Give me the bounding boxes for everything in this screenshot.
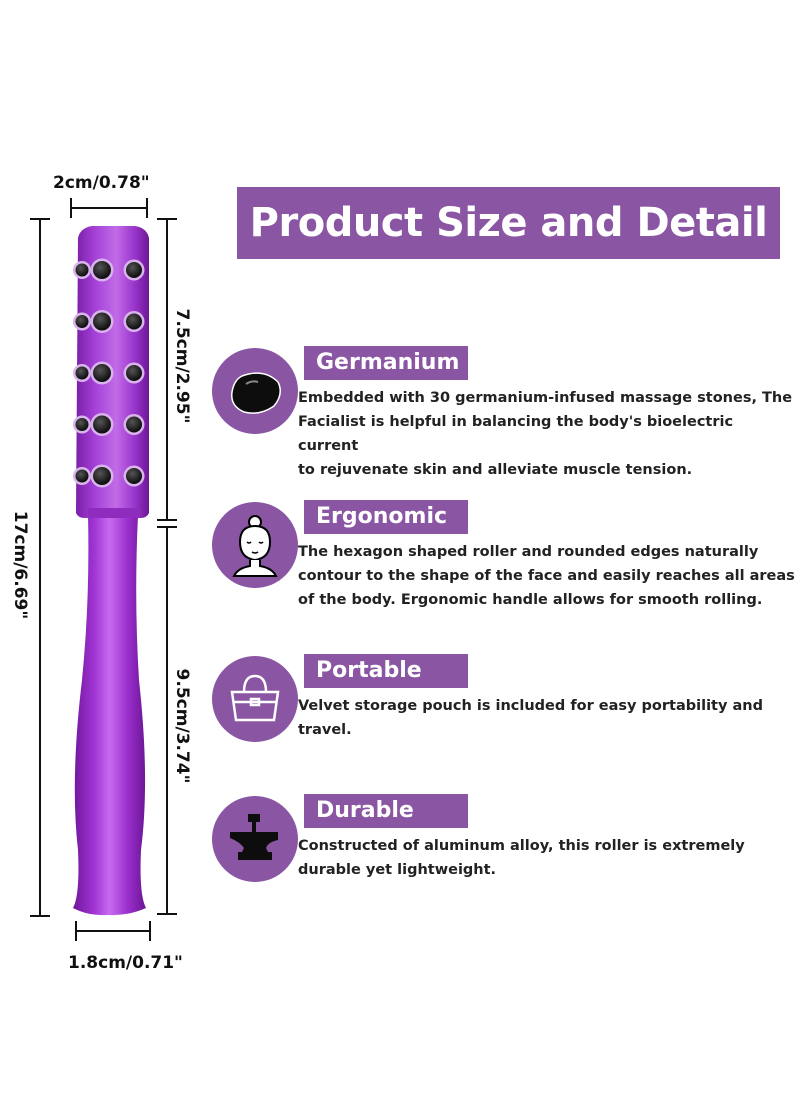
- description-line: travel.: [298, 722, 352, 738]
- description-line: of the body. Ergonomic handle allows for…: [298, 592, 763, 608]
- description-line: Facialist is helpful in balancing the bo…: [298, 414, 734, 454]
- feature-durable-label-bg: [304, 794, 468, 828]
- feature-ergonomic-description: The hexagon shaped roller and rounded ed…: [298, 540, 798, 612]
- roller-handle: [73, 515, 146, 916]
- dimension-head-length: 7.5cm/2.95": [172, 308, 192, 424]
- feature-ergonomic-label: Ergonomic: [316, 504, 448, 529]
- feature-durable-description: Constructed of aluminum alloy, this roll…: [298, 834, 798, 882]
- germanium-stone: [93, 312, 111, 331]
- feature-durable-label: Durable: [316, 798, 414, 823]
- title-banner: [237, 187, 780, 259]
- feature-portable-icon-circle: [212, 656, 298, 742]
- handbag-icon: [230, 674, 280, 722]
- germanium-stone: [93, 261, 111, 279]
- description-line: contour to the shape of the face and eas…: [298, 568, 795, 584]
- feature-ergonomic-icon-circle: [212, 502, 298, 588]
- germanium-stone: [75, 469, 89, 483]
- page-title: Product Size and Detail: [249, 200, 768, 246]
- description-line: The hexagon shaped roller and rounded ed…: [298, 544, 759, 560]
- feature-portable-description: Velvet storage pouch is included for eas…: [298, 694, 798, 742]
- germanium-stone: [93, 415, 111, 434]
- stone-icon: [231, 372, 281, 414]
- description-line: Embedded with 30 germanium-infused massa…: [298, 390, 793, 406]
- germanium-stone: [93, 364, 111, 382]
- germanium-stone: [126, 262, 142, 278]
- feature-germanium-icon-circle: [212, 348, 298, 434]
- germanium-stone: [75, 315, 89, 328]
- feature-germanium-label-bg: [304, 346, 468, 380]
- germanium-stones: [73, 258, 145, 488]
- germanium-stone: [75, 418, 89, 431]
- germanium-stone: [126, 416, 142, 433]
- dimension-handle-length: 9.5cm/3.74": [172, 668, 192, 784]
- feature-durable-icon-circle: [212, 796, 298, 882]
- feature-germanium-label: Germanium: [316, 350, 460, 375]
- germanium-stone: [126, 468, 142, 484]
- feature-germanium-description: Embedded with 30 germanium-infused massa…: [298, 386, 798, 482]
- germanium-stone: [126, 365, 142, 381]
- feature-portable-label-bg: [304, 654, 468, 688]
- dimension-bottom-width: 1.8cm/0.71": [68, 953, 183, 973]
- anvil-icon: [230, 814, 278, 860]
- feature-portable-label: Portable: [316, 658, 422, 683]
- description-line: durable yet lightweight.: [298, 862, 497, 878]
- feature-ergonomic-label-bg: [304, 500, 468, 534]
- germanium-stone: [75, 263, 89, 277]
- description-line: Velvet storage pouch is included for eas…: [298, 698, 763, 714]
- description-line: to rejuvenate skin and alleviate muscle …: [298, 462, 693, 478]
- dimension-top-width: 2cm/0.78": [53, 173, 150, 193]
- description-line: Constructed of aluminum alloy, this roll…: [298, 838, 745, 854]
- germanium-stone: [93, 467, 111, 485]
- dimension-total-length: 17cm/6.69": [10, 510, 30, 620]
- germanium-stone: [75, 366, 89, 380]
- germanium-stone: [126, 313, 142, 330]
- woman-face-icon: [232, 515, 278, 577]
